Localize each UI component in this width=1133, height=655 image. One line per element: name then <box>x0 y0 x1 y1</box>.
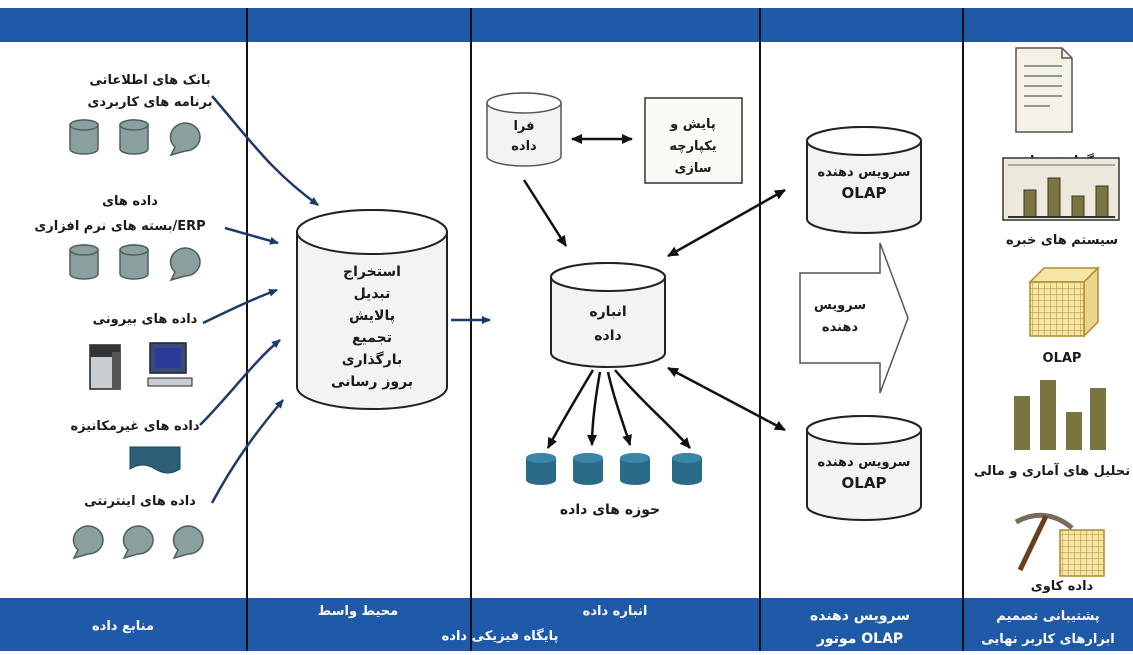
database-icon <box>526 453 556 485</box>
database-icon <box>620 453 650 485</box>
speech-bubble-icon <box>72 525 104 560</box>
source-app-db-icons <box>69 119 201 157</box>
etl-step-refresh: بروز رسانی <box>331 374 413 390</box>
source-erp-line2: بسته های نرم افزاری/ERP <box>34 219 205 234</box>
cleansing-label-line3: سازی <box>674 161 711 176</box>
tool-olap-label: OLAP <box>1043 351 1082 366</box>
tool-statistics-label: تحلیل های آماری و مالی <box>974 462 1130 479</box>
footer-end-user-tools-label: ابزارهای کاربر نهایی <box>981 632 1115 647</box>
warehouse-to-marts-arrows <box>546 369 691 449</box>
speech-bubble-icon <box>169 122 201 157</box>
metadata-label-line1: فرا <box>513 119 534 134</box>
statistics-bar-icon <box>1014 380 1106 450</box>
source-internet-icons <box>72 525 204 560</box>
footer-decision-support-label: پشتیبانی تصمیم <box>996 609 1099 624</box>
footer-olap-server-label: سرویس دهنده <box>810 608 910 624</box>
olap-server-bottom-cylinder <box>806 415 922 521</box>
warehouse-olap-top-arrow <box>667 188 786 258</box>
meta-to-warehouse-arrow <box>522 179 568 247</box>
warehouse-cylinder <box>550 262 666 368</box>
speech-bubble-icon <box>169 247 201 282</box>
database-icon <box>573 453 603 485</box>
database-icon <box>119 119 149 155</box>
tool-data-mining-label: داده کاوی <box>1031 579 1094 594</box>
etl-step-extract: استخراج <box>343 264 401 280</box>
footer-warehouse-label: انباره داده <box>583 604 648 619</box>
etl-step-cleanse: پالایش <box>349 308 395 324</box>
warehouse-label-line2: داده <box>594 328 621 344</box>
cleansing-label-line1: پایش و <box>669 117 716 132</box>
source-erp-icons <box>69 244 201 282</box>
document-icon <box>129 446 181 474</box>
expert-system-chart-icon <box>1002 157 1120 221</box>
server-tower-icon <box>89 344 121 390</box>
footer-etl-label: محیط واسط <box>318 604 398 619</box>
olap-top-label-line1: سرویس دهنده <box>818 165 911 180</box>
etl-step-load: بارگذاری <box>342 351 403 368</box>
server-arrow-label-line1: سرویس <box>814 298 866 313</box>
computer-monitor-icon <box>147 342 193 387</box>
database-icon <box>119 244 149 280</box>
footer-band <box>0 598 1133 651</box>
column-dividers <box>246 8 964 651</box>
metadata-label-line2: داده <box>511 139 537 154</box>
etl-step-aggregate: تجمیع <box>352 330 392 346</box>
metadata-cylinder <box>486 92 562 167</box>
cleansing-label-line2: یکپارچه <box>669 139 716 154</box>
footer-physical-db-label: پایگاه فیزیکی داده <box>442 628 559 644</box>
data-mart-icons <box>526 453 702 485</box>
olap-top-label-line2: OLAP <box>842 184 887 202</box>
cleansing-box <box>644 97 743 184</box>
report-document-icon <box>1015 47 1073 133</box>
source-external-icons <box>89 342 193 390</box>
warehouse-label-line1: انباره <box>589 304 626 320</box>
server-arrow-label-line2: دهنده <box>822 320 859 335</box>
database-icon <box>69 244 99 280</box>
olap-bottom-label-line2: OLAP <box>842 474 887 492</box>
etl-cylinder <box>296 209 448 410</box>
tool-expert-system-label: سیستم های خبره <box>1006 233 1118 248</box>
source-arrows <box>199 95 319 504</box>
source-app-db-line1: بانک های اطلاعاتی <box>89 73 210 88</box>
olap-bottom-label-line1: سرویس دهنده <box>818 455 911 470</box>
database-icon <box>672 453 702 485</box>
warehouse-olap-bottom-arrow <box>667 366 786 432</box>
speech-bubble-icon <box>122 525 154 560</box>
source-external-label: داده های بیرونی <box>93 312 198 327</box>
source-erp-line1: داده های <box>102 194 158 209</box>
olap-cube-icon <box>1028 266 1100 338</box>
speech-bubble-icon <box>172 525 204 560</box>
server-block-arrow <box>799 242 909 394</box>
header-band <box>0 8 1133 42</box>
source-nonmech-label: داده های غیرمکانیزه <box>70 419 199 434</box>
footer-sources-label: منابع داده <box>92 619 154 634</box>
data-marts-label: حوزه های داده <box>560 502 660 518</box>
source-internet-label: داده های اینترنتی <box>84 494 196 509</box>
database-icon <box>69 119 99 155</box>
footer-olap-engine-label: موتور OLAP <box>816 631 903 647</box>
olap-server-top-cylinder <box>806 126 922 234</box>
etl-step-transform: تبدیل <box>354 286 391 302</box>
data-mining-pickaxe-icon <box>1014 512 1105 577</box>
source-app-db-line2: برنامه های کاربردی <box>87 95 212 110</box>
